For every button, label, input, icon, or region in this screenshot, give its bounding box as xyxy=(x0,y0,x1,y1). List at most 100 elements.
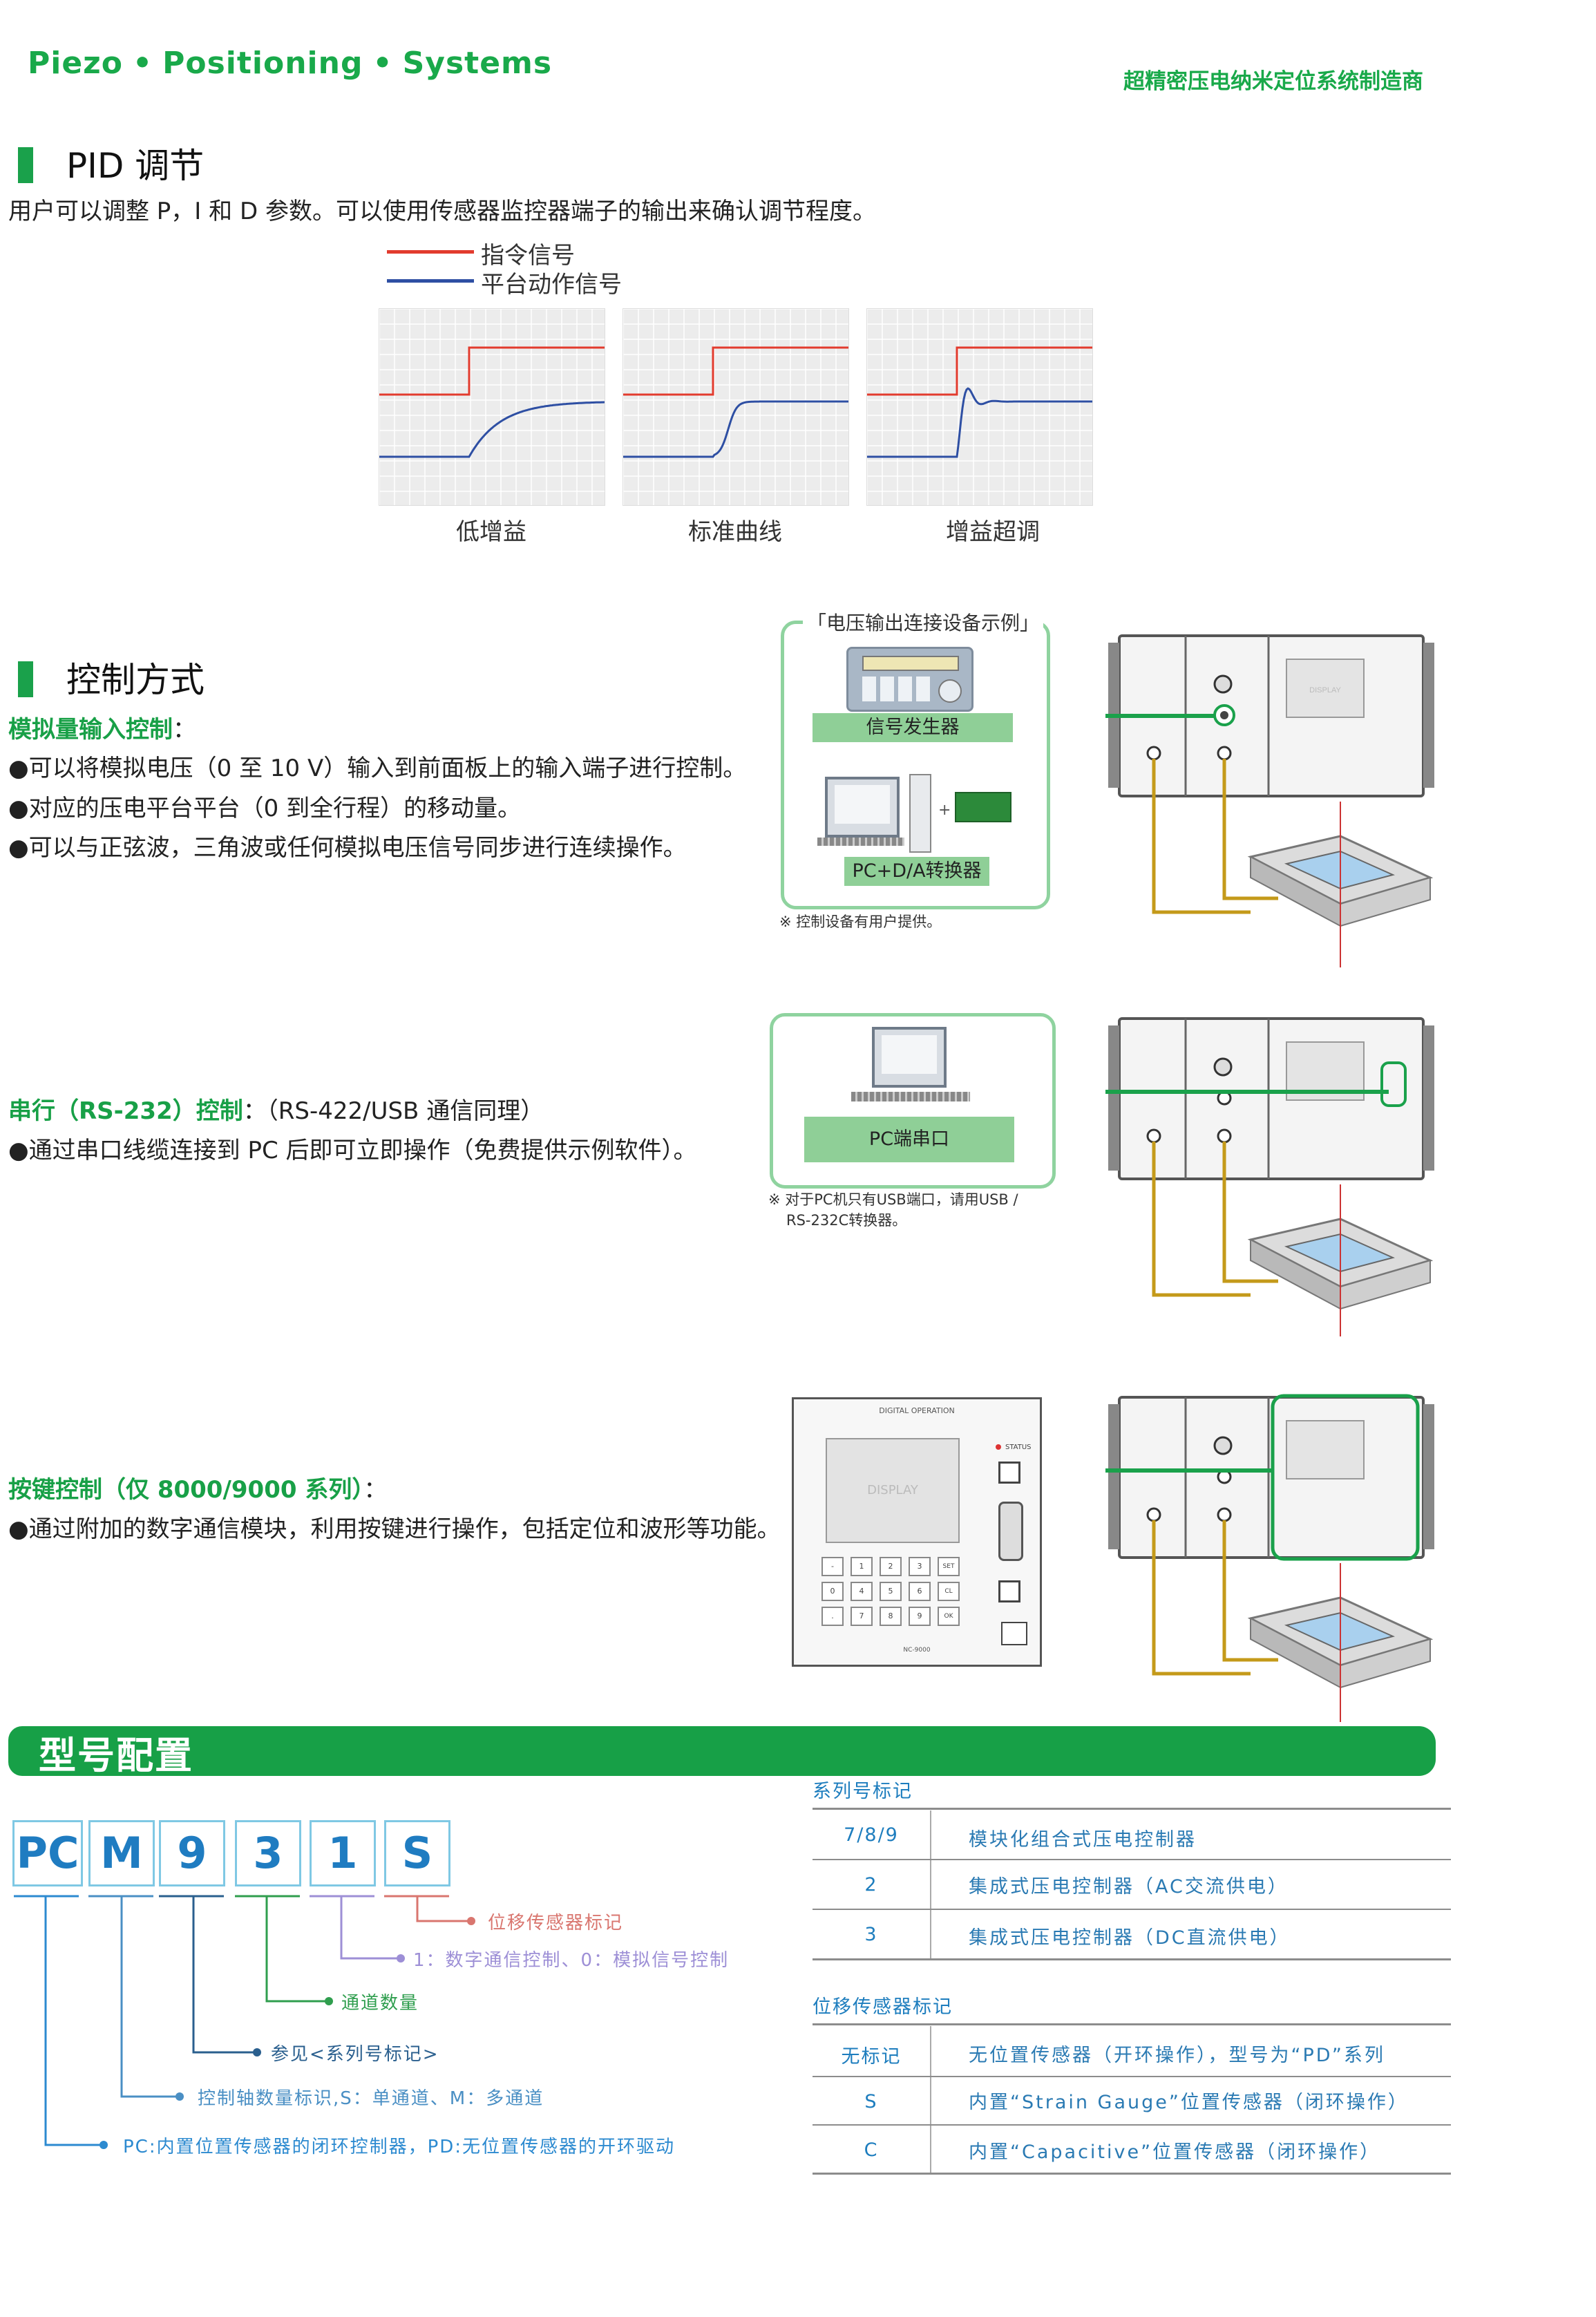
series-desc: 集成式压电控制器（DC直流供电） xyxy=(969,1927,1291,1949)
key-5[interactable]: 5 xyxy=(880,1582,902,1601)
keypad-heading-text: 按键控制（仅 8000/9000 系列） xyxy=(8,1476,364,1504)
section-title-text: PID 调节 xyxy=(66,146,205,186)
table-rule xyxy=(813,2124,1451,2126)
callout-series: 参见<系列号标记> xyxy=(271,2040,439,2065)
table-rule xyxy=(813,1958,1451,1960)
plus-icon: + xyxy=(938,802,951,819)
pc-serial-label: PC端串口 xyxy=(804,1117,1014,1162)
status-label: STATUS xyxy=(1005,1444,1032,1451)
section-title-text: 控制方式 xyxy=(66,660,205,700)
pc-da-label: PC+D/A转换器 xyxy=(844,857,989,886)
analog-bullet: ●可以与正弦波，三角波或任何模拟电压信号同步进行连续操作。 xyxy=(8,834,687,862)
pc-tower-icon xyxy=(909,774,931,853)
pid-plot-caption: 低增益 xyxy=(456,518,526,546)
digital-operation-panel: DIGITAL OPERATION DISPLAY STATUS - 1 2 3… xyxy=(792,1397,1042,1667)
analog-heading-text: 模拟量输入控制 xyxy=(8,716,173,744)
table-rule xyxy=(813,2076,1451,2077)
key-0[interactable]: 0 xyxy=(821,1582,844,1601)
keypad: - 1 2 3 SET 0 4 5 6 CL . 7 8 9 OK xyxy=(821,1557,967,1626)
analog-note: ※ 控制设备有用户提供。 xyxy=(779,914,942,930)
analog-bullet: ●对应的压电平台平台（0 到全行程）的移动量。 xyxy=(8,795,522,822)
keypad-heading: 按键控制（仅 8000/9000 系列）： xyxy=(8,1470,387,1504)
code-box-channels: 3 xyxy=(235,1820,301,1886)
signal-generator-label: 信号发生器 xyxy=(813,713,1013,742)
key-ok[interactable]: OK xyxy=(938,1607,960,1626)
keyboard-icon xyxy=(817,838,904,846)
series-desc: 模块化组合式压电控制器 xyxy=(969,1829,1197,1851)
command-signal-line xyxy=(867,346,1092,396)
sensor-desc: 内置“Capacitive”位置传感器（闭环操作） xyxy=(969,2141,1381,2163)
callout-pc-pd: PC:内置位置传感器的闭环控制器，PD:无位置传感器的开环驱动 xyxy=(123,2132,675,2158)
key-set[interactable]: SET xyxy=(938,1557,960,1576)
panel-header: DIGITAL OPERATION xyxy=(879,1406,955,1415)
table-rule xyxy=(813,1859,1451,1860)
dsub-port-icon xyxy=(998,1502,1023,1561)
model-config-title: 型号配置 xyxy=(39,1734,193,1777)
pid-plot-svg xyxy=(379,308,605,506)
brand-word-3: Systems xyxy=(402,46,553,81)
serial-heading: 串行（RS-232）控制：（RS-422/USB 通信同理） xyxy=(8,1092,544,1126)
legend-line-command xyxy=(387,250,474,254)
series-table-heading: 系列号标记 xyxy=(813,1781,913,1802)
brand-word-2: Positioning xyxy=(162,46,363,81)
code-box-sensor: S xyxy=(384,1820,450,1886)
callout-sensor-mark: 位移传感器标记 xyxy=(488,1909,623,1934)
callout-axes: 控制轴数量标识,S：单通道、M：多通道 xyxy=(198,2084,544,2110)
key-1[interactable]: 1 xyxy=(851,1557,873,1576)
table-rule xyxy=(813,2023,1451,2025)
key-7[interactable]: 7 xyxy=(851,1607,873,1626)
table-rule xyxy=(813,1808,1451,1810)
key-8[interactable]: 8 xyxy=(880,1607,902,1626)
sensor-code: 无标记 xyxy=(841,2046,902,2068)
callout-text: 位移传感器标记 xyxy=(488,1913,624,1933)
connector-icon xyxy=(998,1462,1020,1484)
computer-monitor-icon xyxy=(872,1027,947,1088)
status-led-icon xyxy=(996,1444,1001,1450)
key-minus[interactable]: - xyxy=(821,1557,844,1576)
section-bar xyxy=(18,661,33,697)
key-3[interactable]: 3 xyxy=(909,1557,931,1576)
serial-heading-suffix: ：（RS-422/USB 通信同理） xyxy=(243,1097,544,1125)
key-dot[interactable]: . xyxy=(821,1607,844,1626)
code-box-m: M xyxy=(88,1820,155,1886)
stage-signal-line xyxy=(379,401,605,458)
section-title-control: 控制方式 xyxy=(18,652,205,702)
card-slot-icon xyxy=(1001,1622,1027,1645)
series-code: 7/8/9 xyxy=(844,1824,899,1846)
command-signal-line xyxy=(379,346,605,396)
callout-text: 控制轴数量标识,S：单通道、M：多通道 xyxy=(198,2088,544,2109)
stage-signal-line xyxy=(867,387,1092,458)
pid-plot-caption: 增益超调 xyxy=(946,518,1040,546)
pid-plot-2 xyxy=(623,308,849,509)
stage-signal-line xyxy=(623,400,848,458)
legend-label-command: 指令信号 xyxy=(481,242,575,269)
controller-illustration-2 xyxy=(1105,1017,1434,1336)
tagline: 超精密压电纳米定位系统制造商 xyxy=(1123,69,1423,94)
brand-dot: • xyxy=(372,46,393,81)
panel-model: NC-9000 xyxy=(903,1647,931,1654)
keyboard-icon xyxy=(851,1092,970,1101)
brand-word-1: Piezo xyxy=(28,46,124,81)
sensor-code: C xyxy=(864,2139,879,2161)
table-col-divider xyxy=(930,2026,931,2174)
key-9[interactable]: 9 xyxy=(909,1607,931,1626)
callout-comm: 1：数字通信控制、0：模拟信号控制 xyxy=(413,1946,729,1971)
section-bar xyxy=(18,147,33,183)
section-title-pid: PID 调节 xyxy=(18,138,204,188)
key-2[interactable]: 2 xyxy=(880,1557,902,1576)
sensor-desc: 无位置传感器（开环操作），型号为“PD”系列 xyxy=(969,2045,1385,2066)
table-rule xyxy=(813,1909,1451,1910)
key-cl[interactable]: CL xyxy=(938,1582,960,1601)
key-6[interactable]: 6 xyxy=(909,1582,931,1601)
sensor-desc: 内置“Strain Gauge”位置传感器（闭环操作） xyxy=(969,2092,1409,2113)
key-4[interactable]: 4 xyxy=(851,1582,873,1601)
serial-heading-text: 串行（RS-232）控制 xyxy=(8,1097,243,1125)
callout-channels: 通道数量 xyxy=(341,1989,419,2014)
code-box-series: 9 xyxy=(159,1820,225,1886)
sensor-code: S xyxy=(864,2091,878,2112)
keypad-bullet: ●通过附加的数字通信模块，利用按键进行操作，包括定位和波形等功能。 xyxy=(8,1515,781,1543)
controller-illustration-1: DISPLAY xyxy=(1105,634,1434,967)
callout-text: 通道数量 xyxy=(341,1993,419,2014)
code-box-pc: PC xyxy=(12,1820,83,1886)
brand-dot: • xyxy=(133,46,153,81)
